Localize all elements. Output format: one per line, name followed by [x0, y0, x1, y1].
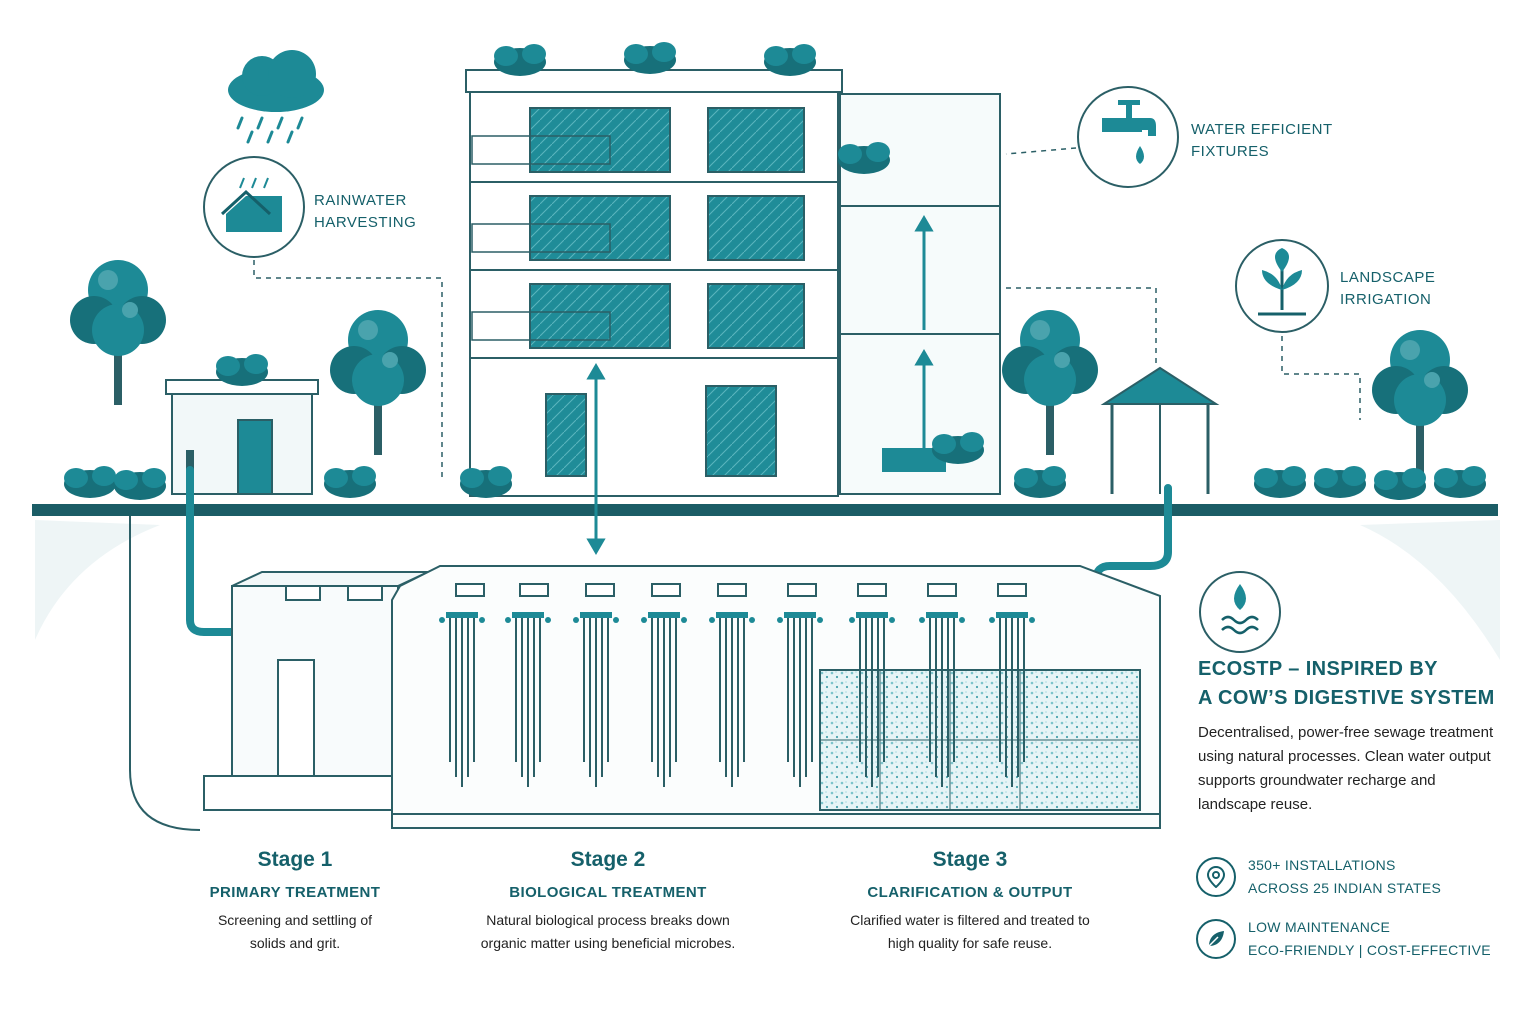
rainwater-harvesting-icon: [203, 156, 305, 258]
faucet-icon: [1077, 86, 1179, 188]
stage-1: Stage 1 PRIMARY TREATMENT Screening and …: [145, 848, 445, 955]
info-description: Decentralised, power-free sewage treatme…: [1198, 724, 1494, 813]
tree: [1372, 330, 1468, 475]
ground-line: [32, 504, 1498, 516]
tree: [1002, 310, 1098, 455]
tree: [70, 260, 166, 405]
tree: [330, 310, 426, 455]
stage-title: CLARIFICATION & OUTPUT: [867, 884, 1073, 901]
stat-maintenance: LOW MAINTENANCE ECO-FRIENDLY | COST-EFFE…: [1196, 916, 1491, 962]
plant-icon: [1235, 239, 1329, 333]
stage-number: Stage 2: [570, 848, 646, 871]
stage-title: PRIMARY TREATMENT: [209, 884, 381, 901]
stage-3: Stage 3 CLARIFICATION & OUTPUT Clarified…: [820, 848, 1120, 955]
rain-cloud-icon: [228, 50, 324, 144]
utility-hut: [165, 354, 319, 495]
water-drop-waves-icon: [1199, 571, 1281, 653]
gazebo: [1100, 366, 1220, 494]
treatment-tank: [391, 565, 1161, 829]
callout-rainwater-harvesting: RAINWATER HARVESTING: [314, 192, 417, 231]
stage-description: Screening and settling of solids and gri…: [217, 912, 373, 951]
building-cutaway: [838, 93, 1001, 495]
apartment-building: [460, 42, 843, 498]
stage-description: Natural biological process breaks down o…: [480, 912, 736, 951]
leaf-icon: [1196, 919, 1236, 959]
stage-2: Stage 2 BIOLOGICAL TREATMENT Natural bio…: [458, 848, 758, 955]
stage-description: Clarified water is filtered and treated …: [850, 912, 1090, 951]
callout-landscape-irrigation: LANDSCAPE IRRIGATION: [1340, 269, 1436, 308]
stage-1-tank: [203, 571, 429, 811]
stage-number: Stage 3: [932, 848, 1008, 871]
location-pin-icon: [1196, 857, 1236, 897]
stat-installations: 350+ INSTALLATIONS ACROSS 25 INDIAN STAT…: [1196, 854, 1441, 900]
callout-water-efficient-fixtures: WATER EFFICIENT FIXTURES: [1191, 121, 1333, 160]
info-panel: ECOSTP – INSPIRED BY A COW’S DIGESTIVE S…: [1198, 565, 1518, 817]
dashed-connectors: [253, 147, 1361, 480]
stage-number: Stage 1: [257, 848, 333, 871]
info-title: ECOSTP – INSPIRED BY A COW’S DIGESTIVE S…: [1198, 658, 1495, 709]
drain-pipe: [129, 516, 201, 831]
stage-title: BIOLOGICAL TREATMENT: [509, 884, 707, 901]
